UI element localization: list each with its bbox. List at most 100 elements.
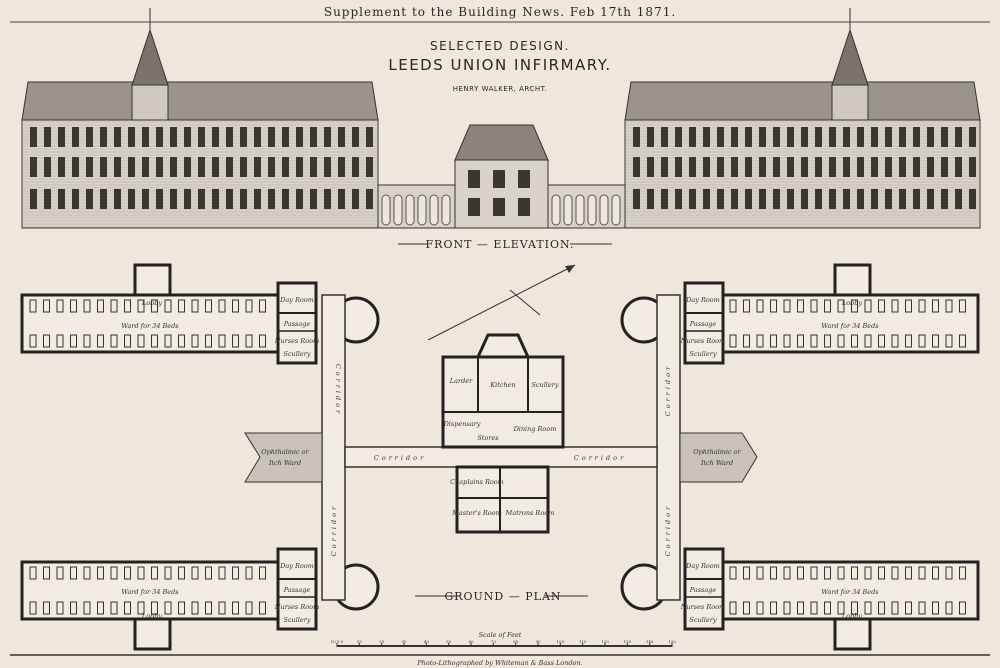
matrons-room-label: Matrons Room <box>505 509 555 517</box>
lobby-label: Lobby <box>841 612 863 620</box>
bed <box>945 334 953 348</box>
nurses-room-label: Nurses Room <box>680 337 725 345</box>
bed <box>232 299 239 313</box>
bed <box>810 566 818 580</box>
bed <box>232 566 239 580</box>
bed <box>770 299 777 313</box>
bed <box>259 299 266 313</box>
bed <box>191 601 199 615</box>
window <box>352 189 359 209</box>
window <box>717 189 724 209</box>
window <box>310 157 317 177</box>
window <box>254 157 261 177</box>
dining-room-label: Dining Room <box>513 425 557 433</box>
window <box>30 157 37 177</box>
corridor-label: Corridor <box>664 364 672 416</box>
arch <box>417 194 427 226</box>
window <box>30 127 37 147</box>
bed <box>729 601 737 615</box>
window <box>647 127 654 147</box>
bed <box>797 299 804 313</box>
window <box>493 198 505 216</box>
bed <box>56 566 64 580</box>
bed <box>783 334 791 348</box>
bed <box>137 566 145 580</box>
window <box>324 189 331 209</box>
bed <box>932 334 939 348</box>
window <box>296 189 303 209</box>
architect-name: HENRY WALKER, ARCHT. <box>453 85 548 93</box>
bed <box>932 601 939 615</box>
bed <box>797 601 804 615</box>
window <box>352 127 359 147</box>
bed <box>97 299 104 313</box>
bed <box>70 566 77 580</box>
day-room-label: Day Room <box>685 562 720 570</box>
window <box>282 157 289 177</box>
bed <box>259 334 266 348</box>
window <box>731 189 738 209</box>
lavatory-tower <box>833 263 872 297</box>
window <box>815 189 822 209</box>
bed <box>110 334 118 348</box>
scale-tick-label: 120 <box>601 639 609 644</box>
bed <box>905 566 912 580</box>
window <box>647 157 654 177</box>
arch <box>551 194 561 226</box>
window <box>198 189 205 209</box>
bed <box>218 299 226 313</box>
window <box>787 127 794 147</box>
window <box>661 127 668 147</box>
window <box>661 189 668 209</box>
bed <box>43 566 50 580</box>
bed <box>945 566 953 580</box>
bed <box>837 601 845 615</box>
bed <box>164 566 172 580</box>
window <box>100 127 107 147</box>
window <box>198 157 205 177</box>
pavilion-roof <box>454 124 549 161</box>
window <box>468 198 480 216</box>
bed <box>770 334 777 348</box>
window <box>871 157 878 177</box>
window <box>773 189 780 209</box>
window <box>801 189 808 209</box>
window <box>44 189 51 209</box>
window <box>240 189 247 209</box>
arch <box>381 194 391 226</box>
window <box>72 189 79 209</box>
lavatory-tower <box>833 617 872 651</box>
window <box>731 127 738 147</box>
window <box>518 170 530 188</box>
lobby-label: Lobby <box>841 299 863 307</box>
bed <box>56 601 64 615</box>
bed <box>878 334 885 348</box>
bed <box>918 601 926 615</box>
bed <box>124 299 131 313</box>
window <box>955 127 962 147</box>
bed <box>151 566 158 580</box>
window <box>941 127 948 147</box>
bed <box>110 566 118 580</box>
window <box>969 189 976 209</box>
bed <box>151 334 158 348</box>
scale-tick-label: 130 <box>624 639 632 644</box>
corridor-label: Corridor <box>664 504 672 556</box>
kitchen-label: Kitchen <box>489 381 515 389</box>
ward-label-tl: Ward for 34 Beds <box>121 322 179 330</box>
window <box>282 189 289 209</box>
corridor-label: Corridor <box>330 504 338 556</box>
scale-tick-label: 100 <box>557 639 565 644</box>
window <box>338 127 345 147</box>
window <box>86 157 93 177</box>
bed <box>205 334 212 348</box>
chaplains-room-label: Chaplains Room <box>450 478 504 486</box>
scale-tick-label: 90 <box>535 639 541 644</box>
arch <box>429 194 439 226</box>
window <box>493 170 505 188</box>
bed <box>70 334 77 348</box>
window <box>647 189 654 209</box>
window <box>885 127 892 147</box>
window <box>689 157 696 177</box>
